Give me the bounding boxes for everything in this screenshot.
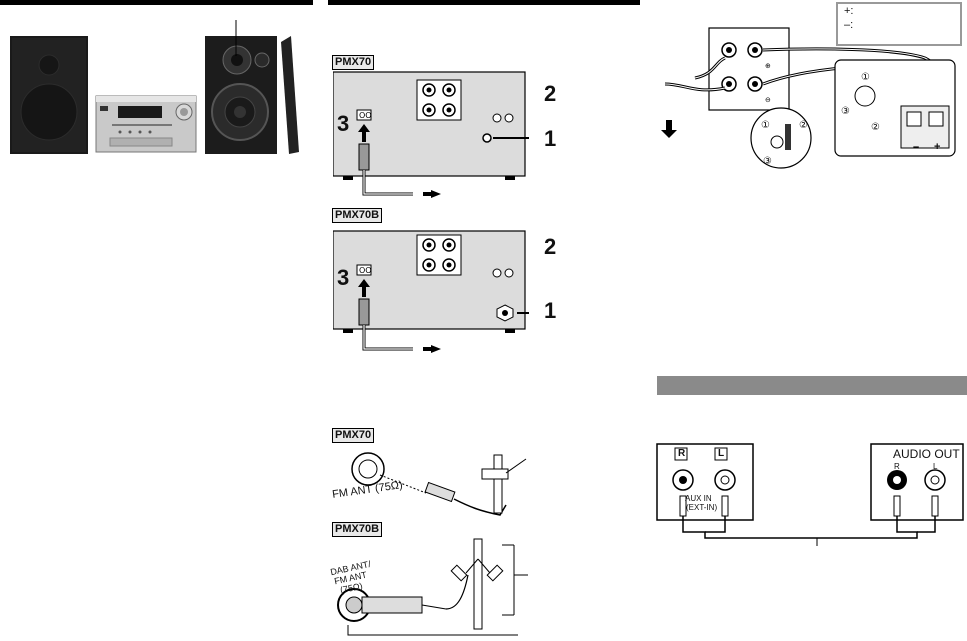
aux-connection-diagram	[656, 443, 964, 546]
speaker-wiring-diagram: ⊕ ⊖ ① ② ③ ① ③ ②	[661, 27, 956, 169]
model-tag-pmx70b: PMX70B	[332, 208, 383, 223]
model-tag-pmx70-antenna: PMX70	[332, 428, 375, 443]
aux-in-label: AUX IN	[685, 494, 712, 503]
model-tag-pmx70: PMX70	[332, 55, 375, 70]
aux-channel-r: R	[678, 448, 686, 459]
svg-text:②: ②	[799, 120, 808, 131]
top-rule-left	[0, 0, 313, 5]
svg-text:⊕: ⊕	[765, 62, 771, 70]
callout-1-pmx70: 1	[544, 126, 557, 151]
polarity-legend: +: –:	[836, 2, 962, 46]
audio-out-r: R	[894, 462, 900, 471]
rear-panel-pmx70b: OO	[333, 230, 529, 353]
svg-text:③: ③	[841, 106, 850, 117]
svg-text:②: ②	[871, 122, 880, 133]
ext-in-label: (EXT-IN)	[686, 503, 718, 512]
legend-minus: –:	[844, 19, 854, 31]
callout-2-pmx70: 2	[544, 81, 557, 106]
svg-text:OO: OO	[359, 111, 372, 120]
audio-out-l: L	[933, 462, 938, 471]
audio-out-label: AUDIO OUT	[893, 447, 960, 461]
svg-text:③: ③	[763, 156, 772, 167]
product-photo	[10, 20, 299, 154]
top-rule-middle	[328, 0, 640, 5]
svg-text:OO: OO	[359, 266, 372, 275]
svg-text:①: ①	[861, 72, 870, 83]
speaker-minus-label: –	[913, 141, 920, 153]
speaker-plus-label: +	[934, 141, 941, 153]
callout-3-pmx70b: 3	[337, 265, 350, 290]
svg-text:⊖: ⊖	[765, 96, 771, 104]
callout-2-pmx70b: 2	[544, 234, 557, 259]
legend-plus: +:	[844, 5, 854, 17]
rear-panel-pmx70: OO	[333, 71, 529, 198]
aux-channel-l: L	[718, 448, 725, 459]
callout-3-pmx70: 3	[337, 111, 350, 136]
dab-antenna-diagram	[337, 538, 528, 636]
svg-text:①: ①	[761, 120, 770, 131]
section-header-band	[657, 376, 967, 395]
fm-antenna-diagram	[351, 452, 527, 516]
callout-1-pmx70b: 1	[544, 298, 557, 323]
model-tag-pmx70b-antenna: PMX70B	[332, 522, 383, 537]
